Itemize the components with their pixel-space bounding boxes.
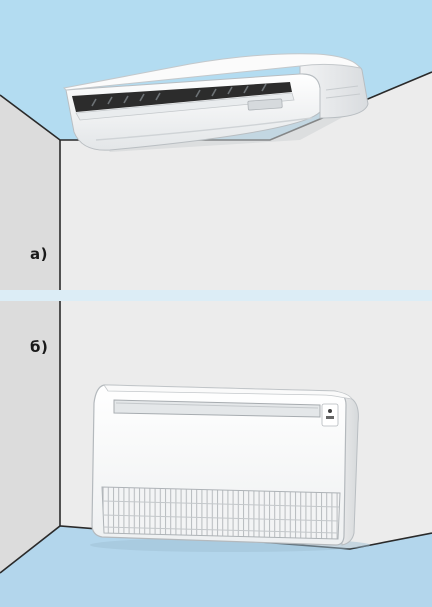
left-wall <box>0 301 60 573</box>
room-scene-a <box>0 0 432 290</box>
room-scene-b <box>0 301 432 607</box>
panel-label-b: б) <box>30 338 49 356</box>
ceiling-unit <box>62 53 369 152</box>
panel-divider <box>0 290 432 301</box>
floor-unit <box>90 384 370 552</box>
panel-b: б) <box>0 301 432 607</box>
panel-a: a) <box>0 0 432 290</box>
panel-label-a: a) <box>30 245 48 263</box>
back-wall <box>60 72 432 290</box>
left-wall <box>0 95 60 290</box>
